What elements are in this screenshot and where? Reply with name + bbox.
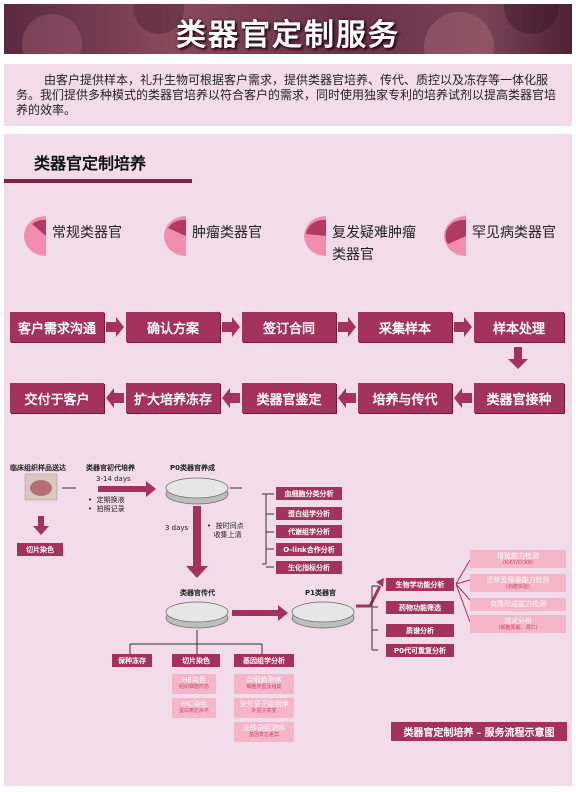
arrow-right-icon [232, 605, 288, 621]
category-regular: 常规类器官 [18, 216, 122, 256]
pie-chart-icon [164, 216, 186, 256]
arrow-down-icon [186, 506, 208, 578]
output-tag: 保种冻存 [112, 654, 152, 667]
arrow-right-icon [106, 317, 124, 337]
arrow-left-icon [338, 388, 356, 408]
p1-analysis-tag: 质谱分析 [386, 624, 454, 637]
function-item: 增殖能力检测(Ki67/CCK8) [470, 550, 566, 568]
p0-label: P0类器官养成 [170, 464, 216, 472]
flow-step: 样本处理 [474, 312, 564, 342]
category-label: 罕见病类器官 [472, 225, 556, 241]
category-label: 常规类器官 [52, 225, 122, 241]
days-2-label: 3 days [165, 524, 189, 532]
days-1-label: 3-14 days [96, 475, 131, 483]
notes-1: • 定期换液 • 拍照记录 [88, 496, 125, 513]
category-rare: 罕见病类器官 [438, 216, 556, 256]
flow-step: 客户需求沟通 [10, 312, 104, 342]
genomic-item: 全外显子组测序外显子突变 [234, 698, 294, 718]
function-item: 迁移及侵袭能力检测(划痕实验) [470, 574, 566, 592]
arrow-right-icon [98, 481, 156, 497]
flow-step: 类器官接种 [474, 383, 564, 413]
category-label: 肿瘤类器官 [192, 225, 262, 241]
flow-step: 类器官鉴定 [242, 383, 336, 413]
slice-stain-tag: 切片染色 [17, 543, 63, 556]
flow-step: 签订合同 [242, 312, 336, 342]
intro-block: 由客户提供样本，礼升生物可根据客户需求，提供类器官培养、传代、质控以及冻存等一体… [4, 64, 572, 126]
section-divider [4, 179, 192, 183]
intro-text: 由客户提供样本，礼升生物可根据客户需求，提供类器官培养、传代、质控以及冻存等一体… [16, 73, 557, 117]
p1-analysis-tag: P0代可重复分析 [386, 644, 454, 657]
flow-step: 扩大培养冻存 [126, 383, 220, 413]
output-tag: 基因组学分析 [234, 654, 294, 667]
category-tumor: 肿瘤类器官 [158, 216, 262, 256]
category-relapse: 复发疑难肿瘤 类器官 [298, 216, 416, 266]
primary-culture-label: 类器官初代培养 [86, 464, 135, 472]
p1-analysis-tag: 生物学功能分析 [386, 578, 454, 591]
flow-step: 采集样本 [358, 312, 452, 342]
arrow-left-icon [106, 388, 124, 408]
category-label: 复发疑难肿瘤 [332, 225, 416, 241]
diagram-caption: 类器官定制培养 - 服务流程示意图 [391, 722, 567, 741]
arrow-left-icon [454, 388, 472, 408]
analysis-tag: 代谢组学分析 [276, 525, 342, 538]
analysis-tag: 生化指标分析 [276, 561, 342, 574]
arrow-left-icon [222, 388, 240, 408]
clinical-sample-label: 临床组织样品送达 [10, 464, 66, 472]
genomic-item: 全转录组测序基因表达差异 [234, 722, 294, 742]
p1-label: P1类器官 [305, 589, 337, 597]
function-item: 流式分析(细胞周期、凋亡) [470, 615, 566, 633]
section-title: 类器官定制培养 [34, 154, 147, 173]
arrow-right-icon [454, 317, 472, 337]
function-item: 克隆形成能力检测 [470, 598, 566, 611]
tissue-icon [30, 480, 52, 496]
arrow-down-icon [33, 516, 49, 535]
analysis-tag: 蛋白组学分析 [276, 507, 342, 520]
arrow-right-icon [222, 317, 240, 337]
pie-chart-icon [24, 216, 46, 256]
pie-chart-icon [304, 216, 326, 256]
stain-item: IHC染色蛋白表达水平 [172, 698, 216, 718]
analysis-tag: 血细胞分类分析 [276, 487, 342, 500]
output-tag: 切片染色 [172, 654, 220, 667]
category-label-line2: 类器官 [332, 247, 374, 263]
header-banner: 类器官定制服务 [4, 4, 572, 54]
flow-step: 确认方案 [126, 312, 220, 342]
flow-step: 培养与传代 [358, 383, 452, 413]
notes-2: • 按时间点 收集上清 [207, 522, 244, 539]
flow-step: 交付于客户 [10, 383, 104, 413]
arrow-right-icon [338, 317, 356, 337]
pie-chart-icon [444, 216, 466, 256]
analysis-tag: O-link合作分析 [276, 543, 342, 556]
genomic-item: 单细胞测序细胞类型及组成 [234, 674, 294, 694]
bracket [262, 493, 274, 568]
passage-label: 类器官传代 [180, 589, 215, 597]
arrow-down-icon [508, 347, 528, 369]
stain-item: HE染色组织细胞形态 [172, 674, 216, 694]
p1-analysis-tag: 药物功能筛选 [386, 601, 454, 614]
page-title: 类器官定制服务 [176, 18, 400, 53]
